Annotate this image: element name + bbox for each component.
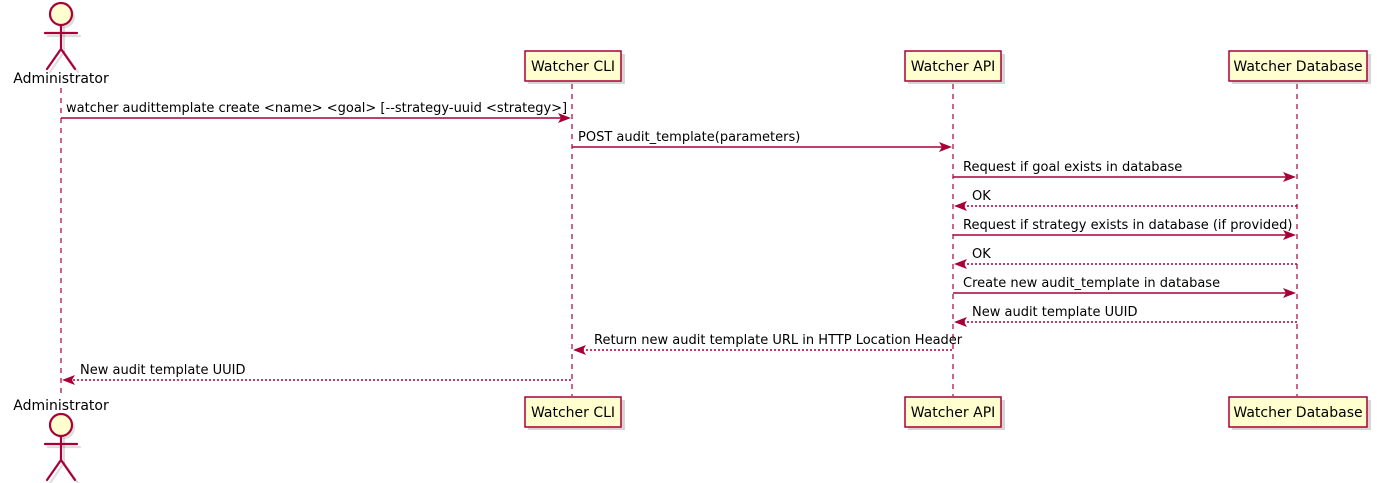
- actor-leg-left-icon: [45, 47, 63, 71]
- participant-rect-watcher-cli-top[interactable]: [524, 50, 622, 82]
- participant-box-watcher-database-bottom[interactable]: Watcher Database: [1228, 396, 1371, 430]
- message-3: Request if goal exists in database: [953, 160, 1296, 182]
- actor-administrator-top: Administrator: [13, 1, 109, 87]
- message-1: watcher audittemplate create <name> <goa…: [61, 101, 571, 123]
- message-9-arrowhead: [573, 345, 586, 355]
- message-4: OK: [954, 189, 1297, 211]
- message-9-label: Return new audit template URL in HTTP Lo…: [594, 333, 963, 348]
- actor-leg-right-icon: [59, 47, 77, 71]
- actor-leg-right-icon-bottom: [59, 458, 77, 482]
- actor-head-icon-bottom: [48, 412, 74, 438]
- message-1-arrowhead: [558, 113, 571, 123]
- message-5-arrowhead: [1283, 230, 1296, 240]
- participant-box-watcher-cli-top[interactable]: Watcher CLI: [524, 50, 625, 84]
- participant-label-watcher-api-bottom: Watcher API: [911, 405, 996, 421]
- message-8: New audit template UUID: [954, 305, 1297, 327]
- message-6: OK: [954, 247, 1297, 269]
- participant-box-watcher-api-top[interactable]: Watcher API: [904, 50, 1005, 84]
- message-2: POST audit_template(parameters): [572, 130, 952, 152]
- lifelines: [60, 84, 1298, 398]
- actor-head-icon: [48, 1, 74, 27]
- participant-rect-watcher-api-top[interactable]: [904, 50, 1002, 82]
- message-10: New audit template UUID: [62, 363, 571, 385]
- message-3-arrowhead: [1283, 172, 1296, 182]
- participant-label-watcher-api-top: Watcher API: [911, 59, 996, 75]
- message-6-arrowhead: [954, 259, 967, 269]
- participant-box-watcher-database-top[interactable]: Watcher Database: [1228, 50, 1371, 84]
- message-5-label: Request if strategy exists in database (…: [963, 218, 1292, 233]
- message-7-arrowhead: [1283, 288, 1296, 298]
- message-8-label: New audit template UUID: [972, 305, 1137, 320]
- participant-rect-watcher-api-bottom[interactable]: [904, 396, 1002, 428]
- actor-label-administrator-top: Administrator: [13, 71, 109, 87]
- message-2-label: POST audit_template(parameters): [578, 130, 800, 145]
- participant-rect-watcher-database-bottom[interactable]: [1228, 396, 1368, 428]
- message-7-label: Create new audit_template in database: [963, 276, 1220, 291]
- participant-label-watcher-cli-bottom: Watcher CLI: [531, 405, 615, 421]
- message-10-arrowhead: [62, 375, 75, 385]
- actor-administrator-bottom: Administrator: [13, 398, 109, 483]
- message-7: Create new audit_template in database: [953, 276, 1296, 298]
- participant-box-watcher-cli-bottom[interactable]: Watcher CLI: [524, 396, 625, 430]
- message-10-label: New audit template UUID: [80, 363, 245, 378]
- participant-label-watcher-cli-top: Watcher CLI: [531, 59, 615, 75]
- message-5: Request if strategy exists in database (…: [953, 218, 1296, 240]
- message-1-label: watcher audittemplate create <name> <goa…: [66, 101, 567, 116]
- participant-box-watcher-api-bottom[interactable]: Watcher API: [904, 396, 1005, 430]
- message-8-arrowhead: [954, 317, 967, 327]
- participant-rect-watcher-database-top[interactable]: [1228, 50, 1368, 82]
- message-2-arrowhead: [939, 142, 952, 152]
- participant-label-watcher-database-top: Watcher Database: [1233, 59, 1362, 75]
- message-9: Return new audit template URL in HTTP Lo…: [573, 333, 963, 355]
- message-4-arrowhead: [954, 201, 967, 211]
- message-3-label: Request if goal exists in database: [963, 160, 1182, 175]
- participant-label-watcher-database-bottom: Watcher Database: [1233, 405, 1362, 421]
- actor-leg-left-icon-bottom: [45, 458, 63, 482]
- actor-label-administrator-bottom: Administrator: [13, 398, 109, 414]
- participant-rect-watcher-cli-bottom[interactable]: [524, 396, 622, 428]
- message-6-label: OK: [972, 247, 991, 262]
- message-4-label: OK: [972, 189, 991, 204]
